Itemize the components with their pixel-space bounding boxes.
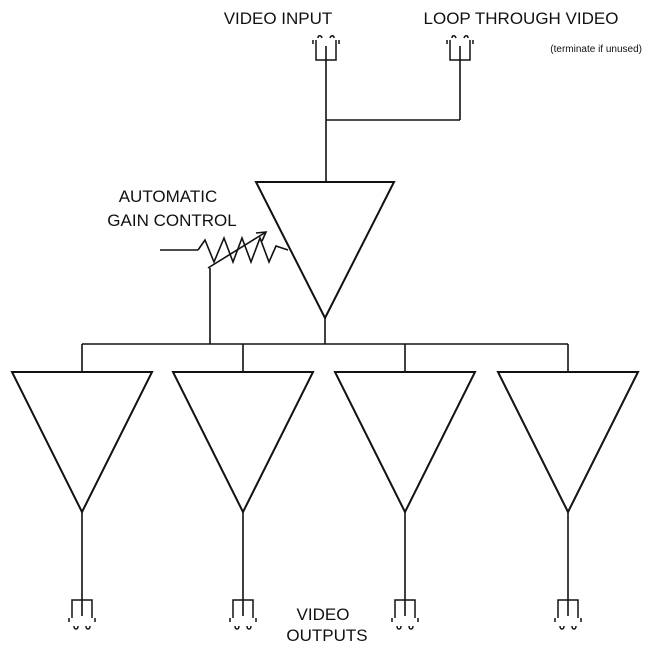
output-amplifier-4 [496,371,640,515]
video-output-connector-icon [554,599,582,630]
distribution-bus [81,318,569,372]
output-amplifier-1 [10,371,154,515]
main-amplifier-triangle [254,181,396,321]
video-output-connector-icon [68,599,96,630]
agc-variable-resistor-icon [160,231,289,344]
output-amplifier-2 [171,371,315,515]
loop-through-connector-icon [446,35,474,61]
output-wiring [81,512,569,600]
video-input-connector-icon [312,35,340,61]
input-wiring [325,60,461,182]
terminate-note-label: (terminate if unused) [550,44,642,55]
video-output-connector-icon [229,599,257,630]
video-output-connector-icon [391,599,419,630]
video-input-label: VIDEO INPUT [224,9,333,28]
loop-through-video-label: LOOP THROUGH VIDEO [424,9,619,28]
video-outputs-label-line2: OUTPUTS [286,626,367,645]
video-outputs-label-line1: VIDEO [297,605,350,624]
agc-label-line1: AUTOMATIC [119,187,218,206]
agc-label-line2: GAIN CONTROL [107,211,236,230]
output-amplifier-3 [333,371,477,515]
